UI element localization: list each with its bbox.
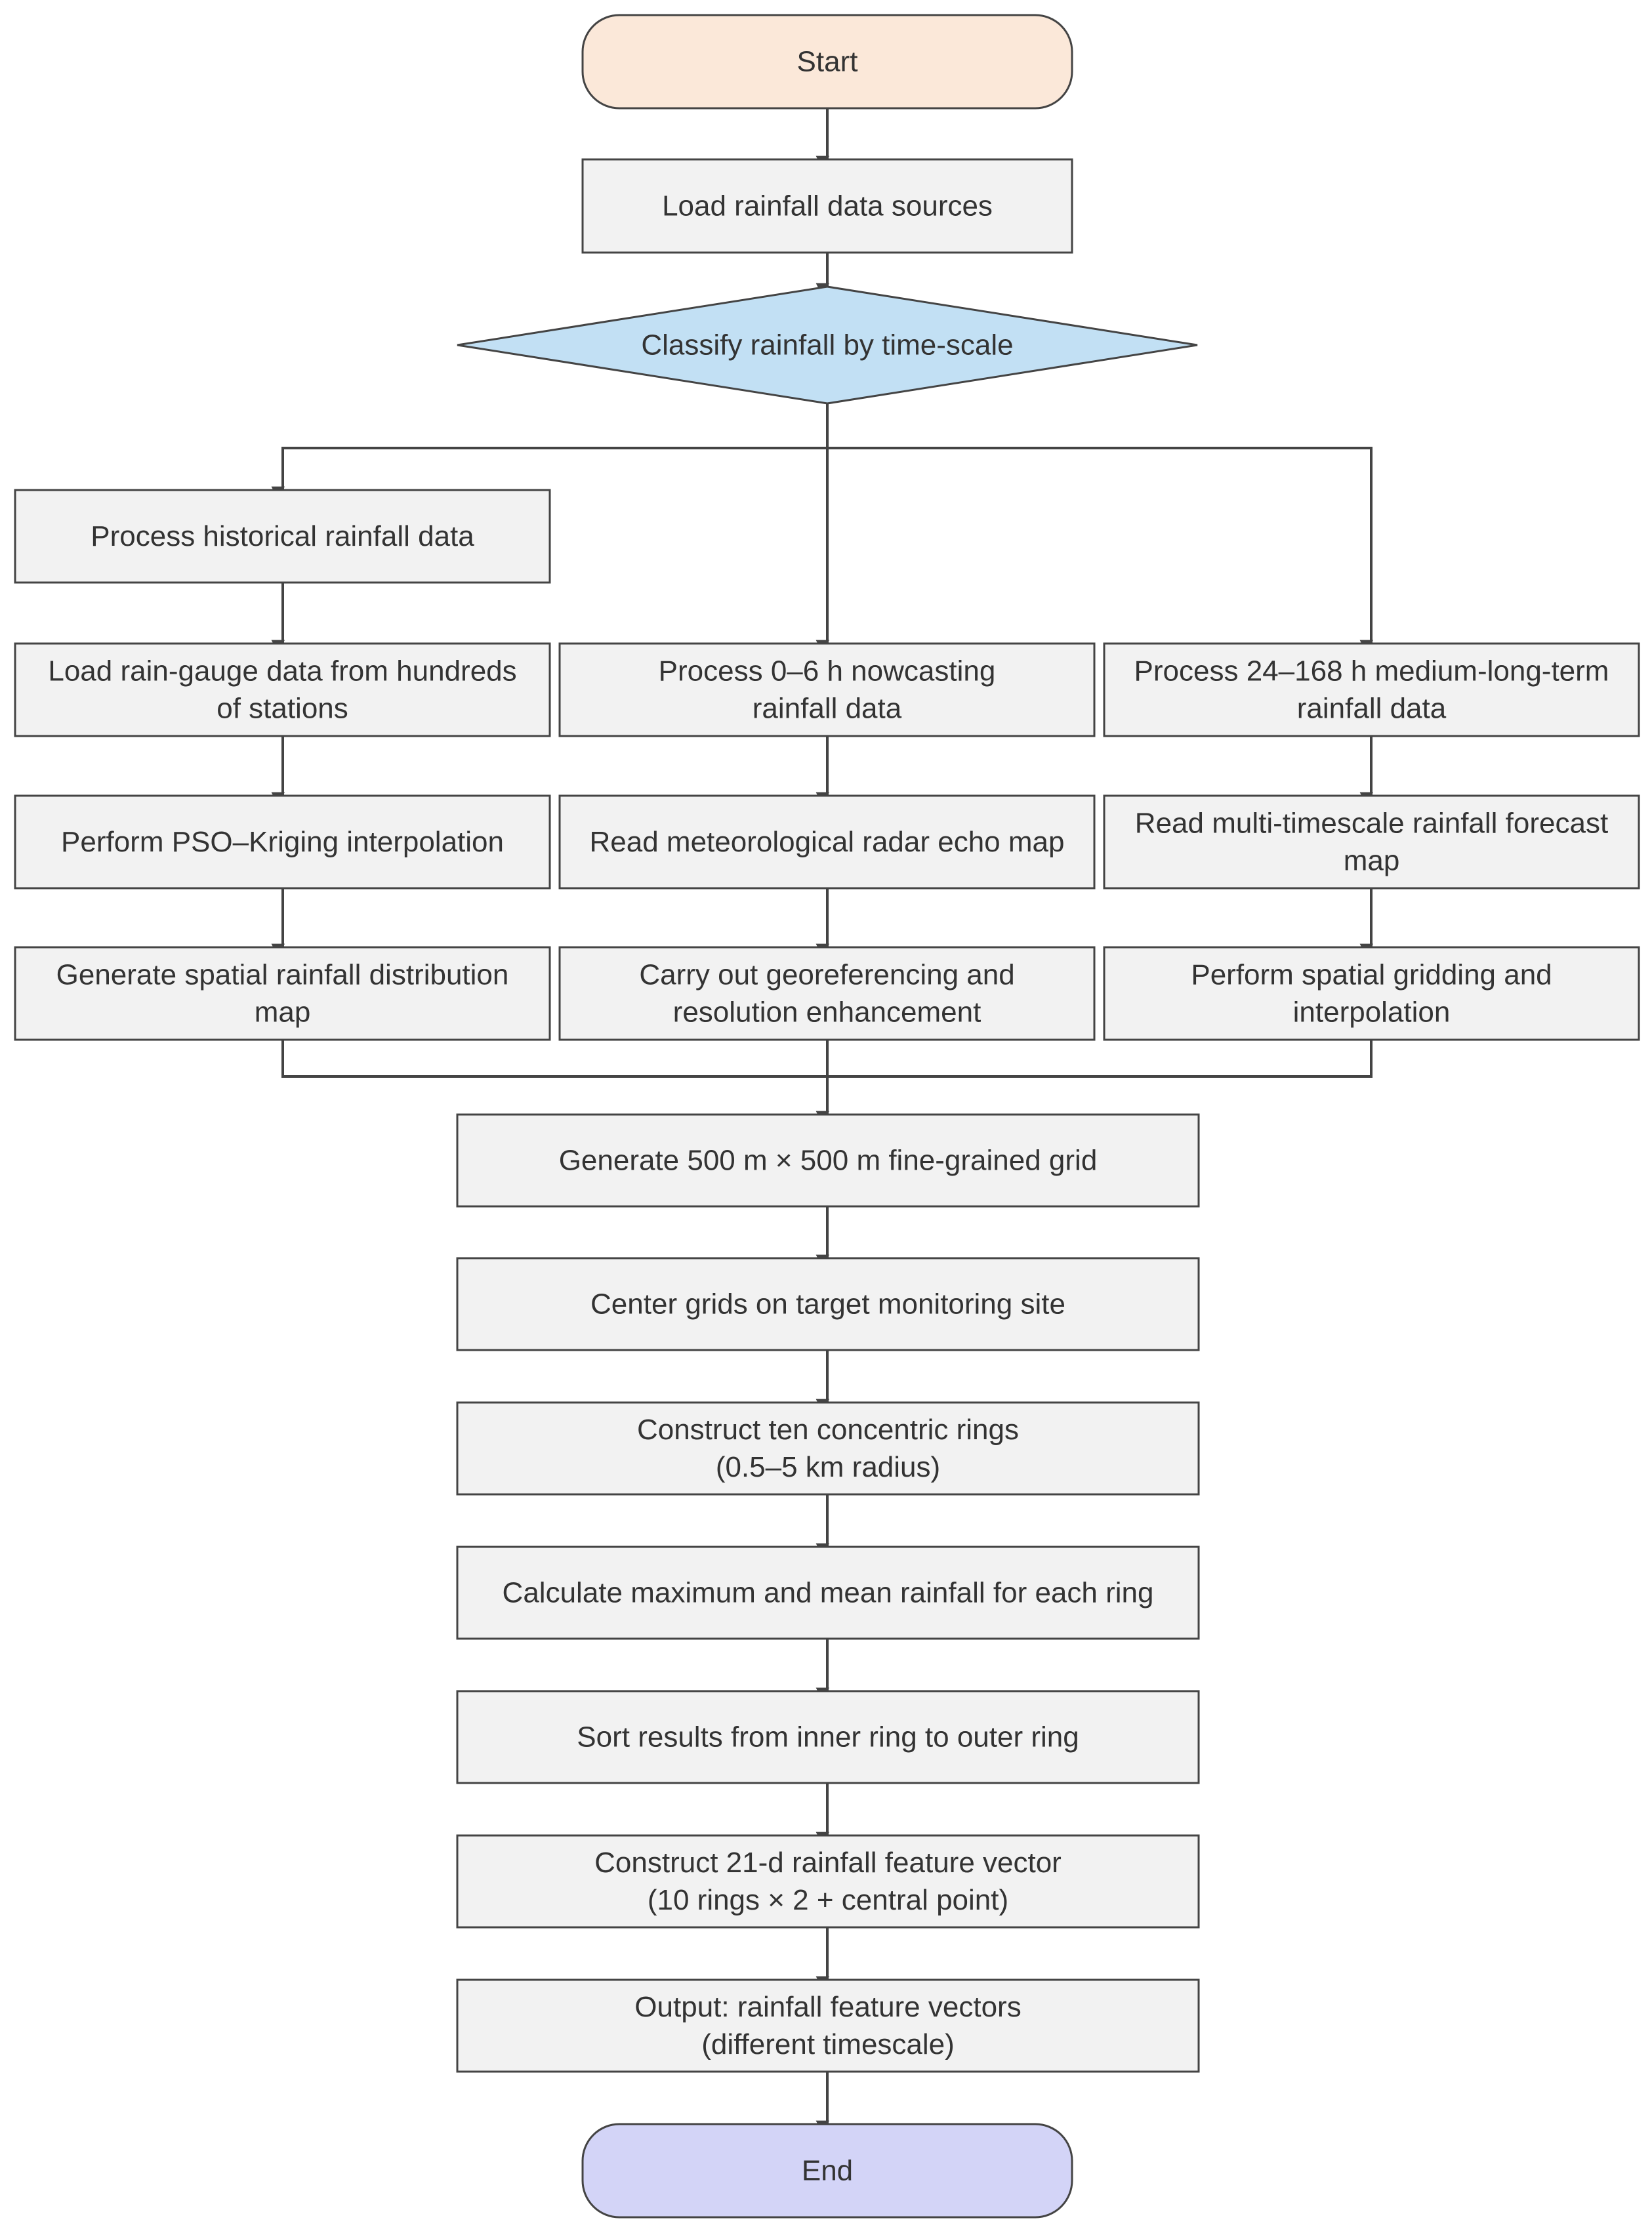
process-box	[14, 489, 551, 584]
process-box	[456, 1113, 1200, 1208]
process-box	[558, 642, 1096, 737]
node-label: End	[802, 2155, 853, 2187]
node-rings: Construct ten concentric rings (0.5–5 km …	[456, 1401, 1200, 1496]
node-label: map	[1344, 845, 1400, 877]
process-box	[14, 794, 551, 890]
node-load-sources: Load rainfall data sources	[581, 158, 1073, 254]
node-sort: Sort results from inner ring to outer ri…	[456, 1690, 1200, 1784]
node-label: rainfall data	[753, 693, 902, 725]
node-gridding: Perform spatial gridding and interpolatio…	[1103, 946, 1640, 1041]
node-label: Start	[797, 46, 858, 78]
node-max-mean: Calculate maximum and mean rainfall for …	[456, 1546, 1200, 1640]
node-nowcasting: Process 0–6 h nowcasting rainfall data	[558, 642, 1096, 737]
node-historical: Process historical rainfall data	[14, 489, 551, 584]
process-box	[456, 1401, 1200, 1496]
node-label: Construct 21-d rainfall feature vector	[594, 1847, 1062, 1879]
node-feature-vector: Construct 21-d rainfall feature vector (1…	[456, 1834, 1200, 1929]
node-pso-kriging: Perform PSO–Kriging interpolation	[14, 794, 551, 890]
process-box	[558, 794, 1096, 890]
process-box	[14, 946, 551, 1041]
process-box	[1103, 642, 1640, 737]
connector-lines	[271, 108, 1373, 2135]
node-label: rainfall data	[1297, 693, 1447, 725]
node-label: Sort results from inner ring to outer ri…	[577, 1721, 1079, 1753]
process-box	[581, 158, 1073, 254]
process-box	[456, 1978, 1200, 2073]
terminal-shape	[581, 2123, 1073, 2219]
node-label: Generate 500 m × 500 m fine-grained grid	[559, 1145, 1098, 1177]
process-box	[14, 642, 551, 737]
process-box	[456, 1257, 1200, 1351]
node-label: Center grids on target monitoring site	[590, 1288, 1065, 1321]
node-classify: Classify rainfall by time-scale	[457, 285, 1198, 405]
node-georeferencing: Carry out georeferencing and resolution e…	[558, 946, 1096, 1041]
node-label: Load rainfall data sources	[662, 190, 993, 222]
node-label: interpolation	[1293, 996, 1451, 1029]
node-rain-gauge: Load rain-gauge data from hundreds of sta…	[14, 642, 551, 737]
node-label: Process historical rainfall data	[91, 520, 474, 552]
node-label: Carry out georeferencing and	[639, 959, 1014, 991]
arrow-classify-to-medium-long	[827, 447, 1373, 654]
node-label: Output: rainfall feature vectors	[634, 1991, 1021, 2023]
node-label: Generate spatial rainfall distribution	[56, 959, 509, 991]
node-medium-long: Process 24–168 h medium-long-term rainfal…	[1103, 642, 1640, 737]
node-label: of stations	[217, 693, 348, 725]
process-box	[1103, 946, 1640, 1041]
node-label: Perform spatial gridding and	[1191, 959, 1552, 991]
node-center-grids: Center grids on target monitoring site	[456, 1257, 1200, 1351]
node-spatial-map: Generate spatial rainfall distribution ma…	[14, 946, 551, 1041]
node-label: Classify rainfall by time-scale	[641, 329, 1013, 361]
node-label: Read meteorological radar echo map	[590, 826, 1065, 858]
node-end: End	[581, 2123, 1073, 2219]
process-box	[456, 1690, 1200, 1784]
process-box	[456, 1834, 1200, 1929]
node-label: Perform PSO–Kriging interpolation	[61, 826, 504, 858]
process-box	[1103, 794, 1640, 890]
node-forecast-map: Read multi-timescale rainfall forecast ma…	[1103, 794, 1640, 890]
node-label: Process 24–168 h medium-long-term	[1134, 655, 1609, 687]
node-label: (0.5–5 km radius)	[716, 1451, 940, 1483]
node-label: Load rain-gauge data from hundreds	[48, 655, 516, 687]
decision-diamond	[457, 285, 1198, 405]
node-radar-echo: Read meteorological radar echo map	[558, 794, 1096, 890]
node-output: Output: rainfall feature vectors (differe…	[456, 1978, 1200, 2073]
node-label: (different timescale)	[701, 2028, 955, 2060]
node-fine-grid: Generate 500 m × 500 m fine-grained grid	[456, 1113, 1200, 1208]
node-label: resolution enhancement	[673, 996, 981, 1029]
node-label: (10 rings × 2 + central point)	[648, 1884, 1008, 1916]
process-box	[456, 1546, 1200, 1640]
terminal-shape	[581, 14, 1073, 110]
process-box	[558, 946, 1096, 1041]
node-label: Read multi-timescale rainfall forecast	[1135, 808, 1608, 840]
node-start: Start	[581, 14, 1073, 110]
node-label: Calculate maximum and mean rainfall for …	[503, 1577, 1154, 1609]
node-label: Construct ten concentric rings	[637, 1414, 1019, 1446]
node-label: map	[255, 996, 311, 1029]
arrow-classify-to-historical	[271, 403, 829, 501]
node-label: Process 0–6 h nowcasting	[659, 655, 996, 687]
